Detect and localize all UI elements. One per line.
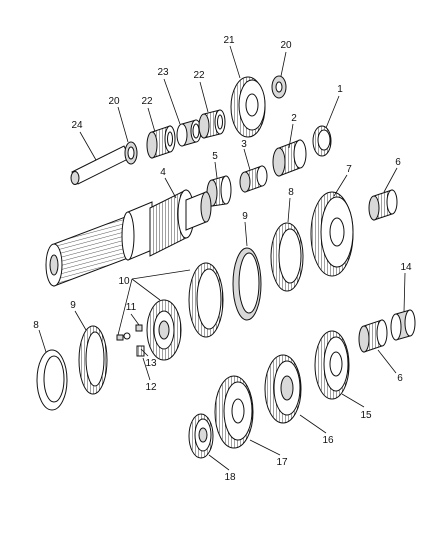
callout-23: 23 <box>157 67 169 78</box>
part-9-synchronizer-ring <box>232 247 262 321</box>
callout-5: 5 <box>212 151 218 162</box>
callout-21: 21 <box>223 35 235 46</box>
part-23-sleeve <box>176 119 202 147</box>
callout-15: 15 <box>360 410 372 421</box>
part-4-mainshaft <box>45 189 212 287</box>
callout-20-right: 20 <box>280 40 292 51</box>
part-16-gear <box>264 354 302 424</box>
part-1-gear <box>312 125 332 157</box>
part-8-synchronizer-sleeve <box>270 222 304 292</box>
callout-16: 16 <box>322 435 334 446</box>
part-7-gear <box>310 191 354 277</box>
callout-24: 24 <box>71 120 83 131</box>
part-14-sleeve <box>390 309 416 341</box>
callout-10: 10 <box>118 276 130 287</box>
part-17-gear <box>214 375 254 449</box>
part-18-bearing-cone <box>188 413 214 459</box>
part-8-synchronizer-sleeve <box>36 349 68 411</box>
callout-1: 1 <box>337 84 343 95</box>
part-10-synchronizer-hub <box>146 262 224 361</box>
part-6-needle-bearing <box>368 189 398 221</box>
callout-8-right: 8 <box>288 187 294 198</box>
callout-6-upper: 6 <box>395 157 401 168</box>
callout-9-left: 9 <box>70 300 76 311</box>
part-9-synchronizer-ring <box>78 325 108 395</box>
part-22-needle-bearing <box>198 109 226 139</box>
part-6-needle-bearing <box>358 319 388 353</box>
callout-20-left: 20 <box>108 96 120 107</box>
part-12-spring <box>136 345 145 357</box>
part-2-pinion-gear <box>272 139 307 177</box>
part-24-shaft-pin <box>70 145 131 185</box>
callout-9-right: 9 <box>242 211 248 222</box>
callout-8-left: 8 <box>33 320 39 331</box>
part-15-gear <box>314 330 350 400</box>
callout-18: 18 <box>224 472 236 483</box>
callout-14: 14 <box>400 262 412 273</box>
callout-11: 11 <box>126 302 137 313</box>
callout-2: 2 <box>291 113 297 124</box>
part-20-thrust-washer <box>271 75 287 99</box>
callout-7: 7 <box>346 164 352 175</box>
part-13-strut <box>135 324 143 332</box>
part-20-thrust-washer <box>124 141 138 165</box>
callout-4: 4 <box>160 167 166 178</box>
callout-3: 3 <box>241 139 247 150</box>
leader-lines <box>38 45 406 471</box>
part-11-detent-ball <box>116 332 131 341</box>
callout-22-right: 22 <box>193 70 205 81</box>
callout-22-left: 22 <box>141 96 153 107</box>
part-3-needle-bearing <box>239 165 268 193</box>
callout-12: 12 <box>145 382 157 393</box>
callout-13: 13 <box>145 358 157 369</box>
part-22-needle-bearing <box>146 125 176 159</box>
callout-6-lower: 6 <box>397 373 403 384</box>
callout-17: 17 <box>276 457 288 468</box>
part-21-gear <box>230 76 266 138</box>
callout-labels: 1 2 3 4 5 6 6 7 8 8 9 9 10 11 12 13 14 1… <box>33 35 412 483</box>
